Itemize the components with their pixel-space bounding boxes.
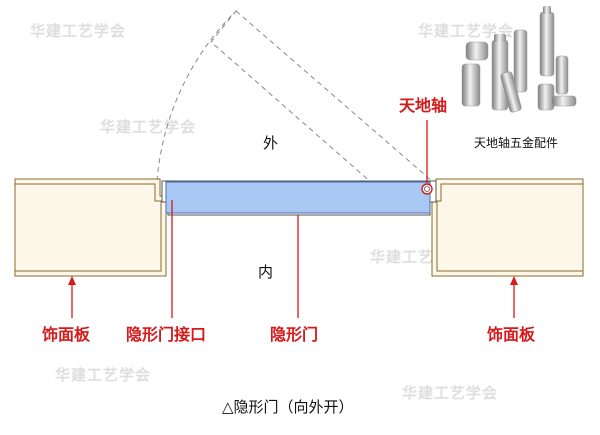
- door-leaf: [161, 180, 437, 216]
- arrow-panel-left: [68, 276, 76, 285]
- door-joint-label: 隐形门接口: [126, 325, 206, 344]
- watermark: 华建工艺学会: [402, 384, 498, 402]
- panel-right-label: 饰面板: [487, 325, 536, 344]
- diagram-caption: △隐形门（向外开）: [222, 398, 354, 416]
- pivot-hinge-label: 天地轴: [399, 96, 447, 115]
- hinge-hardware-image: [461, 6, 577, 113]
- hidden-door-label: 隐形门: [270, 325, 318, 344]
- hinge-hardware-label: 天地轴五金配件: [474, 135, 558, 150]
- door-swing-arc: [156, 10, 237, 182]
- panel-left-label: 饰面板: [42, 325, 91, 344]
- arrow-panel-right: [510, 276, 518, 285]
- leader-arrows: [68, 276, 518, 285]
- watermark: 华建工艺学会: [100, 118, 196, 136]
- inside-label: 内: [258, 263, 273, 281]
- watermark: 华建工艺学会: [418, 22, 514, 40]
- left-wall-panel: [14, 178, 167, 277]
- right-wall-panel: [431, 178, 584, 277]
- pivot-hinge-marker: [421, 183, 433, 195]
- watermark: 华建工艺学会: [55, 366, 151, 384]
- watermark: 华建工艺学会: [30, 22, 126, 40]
- leader-lines: [71, 120, 515, 318]
- outside-label: 外: [263, 134, 278, 152]
